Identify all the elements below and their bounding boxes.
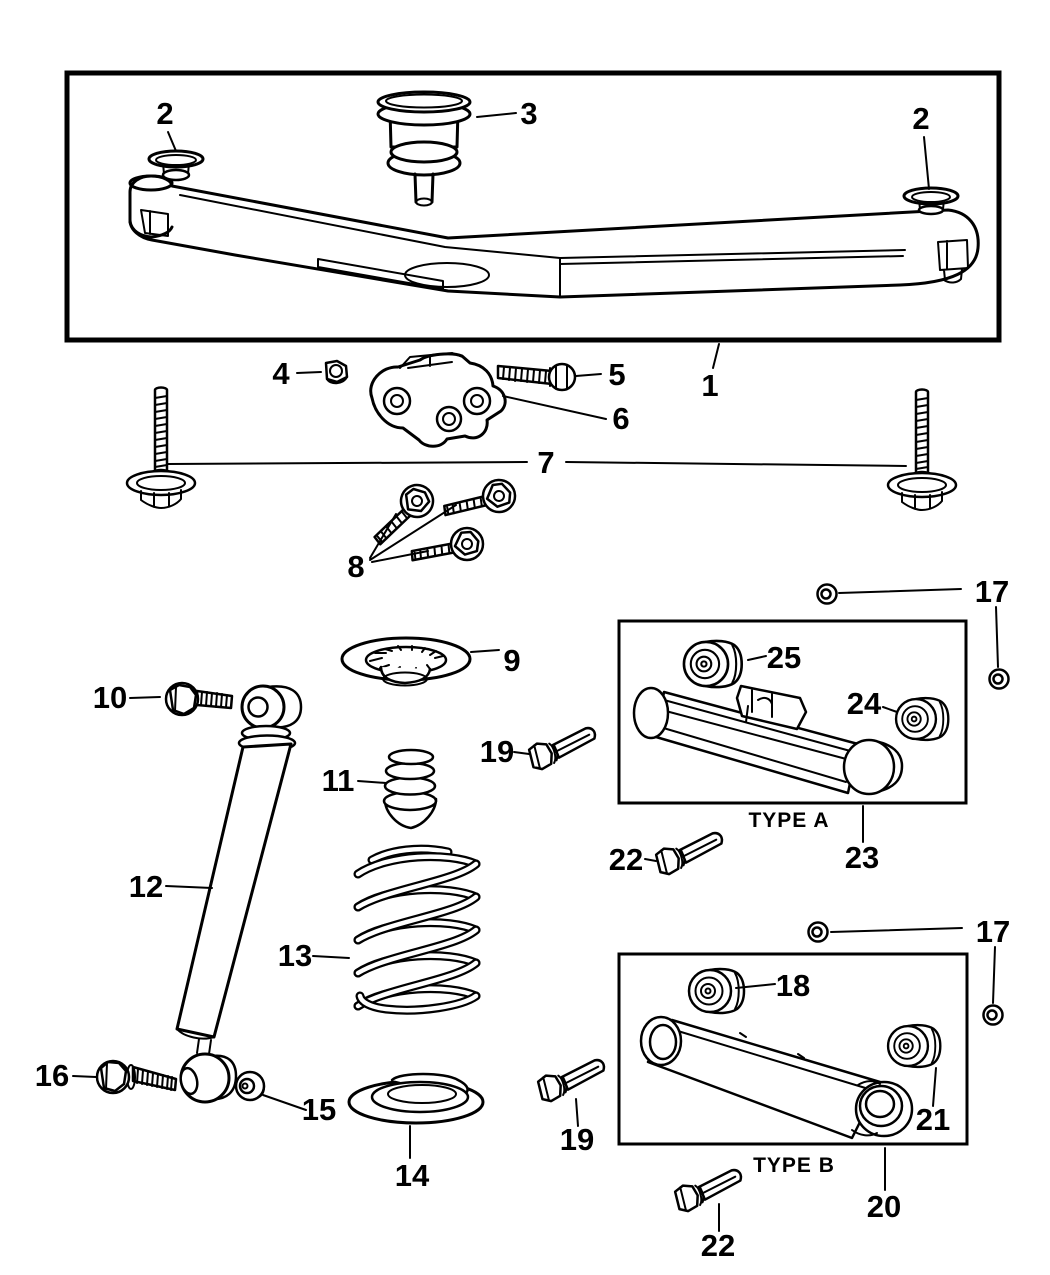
leader-4 bbox=[296, 371, 322, 374]
nut-17-top-a bbox=[816, 583, 838, 605]
bolt-22-top bbox=[653, 830, 729, 878]
leader-7 bbox=[167, 461, 907, 467]
callout-15[interactable]: 15 bbox=[302, 1092, 336, 1127]
nut-17-top-b bbox=[988, 668, 1010, 690]
callout-13[interactable]: 13 bbox=[278, 938, 312, 973]
ball-joint bbox=[376, 90, 472, 207]
bushing-21 bbox=[886, 1023, 942, 1069]
callout-2-left[interactable]: 2 bbox=[156, 96, 173, 131]
leader-11 bbox=[357, 780, 387, 784]
nut-4 bbox=[324, 359, 349, 385]
bolt-5 bbox=[496, 362, 577, 392]
long-bolt-right bbox=[886, 388, 958, 512]
type-a-figure: 25 24 bbox=[617, 619, 968, 805]
leader-19-bottom bbox=[575, 1098, 579, 1127]
callout-19-top[interactable]: 19 bbox=[480, 734, 514, 769]
type-b-figure: 18 21 bbox=[617, 952, 969, 1146]
lower-control-arm-type-b bbox=[639, 1015, 914, 1140]
leader-22-top bbox=[644, 858, 657, 862]
lower-spring-seat bbox=[347, 1072, 485, 1125]
callout-3[interactable]: 3 bbox=[520, 96, 537, 131]
callout-22-bottom[interactable]: 22 bbox=[701, 1228, 735, 1263]
bolt-19-top bbox=[526, 725, 602, 773]
leader-1 bbox=[712, 343, 720, 369]
callout-20[interactable]: 20 bbox=[867, 1189, 901, 1224]
callout-21[interactable]: 21 bbox=[916, 1102, 950, 1137]
arm-mount-bracket bbox=[369, 352, 507, 448]
callout-24[interactable]: 24 bbox=[847, 686, 882, 721]
pivot-bushing-left bbox=[147, 149, 205, 182]
callout-5[interactable]: 5 bbox=[608, 357, 625, 392]
pivot-bushing-right bbox=[902, 186, 960, 216]
callout-23[interactable]: 23 bbox=[845, 840, 879, 875]
callout-17-bottom[interactable]: 17 bbox=[976, 914, 1010, 949]
type-b-label: TYPE B bbox=[753, 1154, 835, 1177]
callout-10[interactable]: 10 bbox=[93, 680, 127, 715]
callout-6[interactable]: 6 bbox=[612, 401, 629, 436]
leader-10 bbox=[129, 696, 161, 699]
callout-2-right[interactable]: 2 bbox=[912, 101, 929, 136]
leader-9 bbox=[470, 649, 500, 653]
leader-2-right bbox=[923, 136, 930, 190]
callout-9[interactable]: 9 bbox=[503, 643, 520, 678]
callout-8[interactable]: 8 bbox=[347, 549, 364, 584]
bushing-18 bbox=[687, 967, 746, 1015]
callout-7[interactable]: 7 bbox=[537, 445, 554, 480]
nut-17-bottom-b bbox=[982, 1004, 1004, 1026]
long-bolt-left bbox=[125, 386, 197, 510]
type-a-label: TYPE A bbox=[748, 809, 829, 832]
figure-1-frame bbox=[64, 70, 1002, 343]
leader-17-top bbox=[838, 588, 999, 668]
leader-5 bbox=[575, 373, 602, 377]
bolt-22-bottom bbox=[672, 1167, 748, 1215]
leader-17-bottom bbox=[830, 927, 996, 1004]
callout-16[interactable]: 16 bbox=[35, 1058, 69, 1093]
callout-11[interactable]: 11 bbox=[322, 763, 355, 798]
upper-control-arm bbox=[128, 174, 980, 299]
leader-12 bbox=[165, 885, 213, 889]
type-b-frame bbox=[617, 952, 969, 1146]
leader-3 bbox=[476, 112, 517, 118]
callout-18[interactable]: 18 bbox=[776, 968, 810, 1003]
leader-8 bbox=[369, 504, 457, 563]
callout-25[interactable]: 25 bbox=[767, 640, 801, 675]
leader-2-left bbox=[167, 131, 177, 152]
bolt-10 bbox=[164, 681, 234, 717]
shock-absorber bbox=[175, 684, 303, 1104]
nut-15 bbox=[234, 1070, 266, 1102]
leader-18 bbox=[735, 983, 776, 989]
type-a-frame bbox=[617, 619, 968, 805]
lower-control-arm-type-a bbox=[632, 684, 904, 796]
leader-15 bbox=[262, 1094, 307, 1111]
callout-17-top[interactable]: 17 bbox=[975, 574, 1009, 609]
leader-24 bbox=[882, 706, 898, 713]
bolt-8-c bbox=[406, 507, 491, 592]
callout-1[interactable]: 1 bbox=[701, 368, 718, 403]
leader-19-top bbox=[513, 751, 530, 755]
leader-16 bbox=[72, 1075, 97, 1078]
leader-21 bbox=[932, 1067, 937, 1107]
callout-19-bottom[interactable]: 19 bbox=[560, 1122, 594, 1157]
coil-spring bbox=[353, 844, 481, 1015]
callout-14[interactable]: 14 bbox=[395, 1158, 430, 1193]
leader-25 bbox=[747, 655, 767, 661]
bolt-19-bottom bbox=[535, 1057, 611, 1105]
bolt-8-a bbox=[372, 477, 438, 555]
bushing-25 bbox=[682, 639, 744, 689]
leader-13 bbox=[312, 955, 350, 959]
bushing-24 bbox=[894, 696, 950, 742]
callout-4[interactable]: 4 bbox=[272, 356, 290, 391]
callout-12[interactable]: 12 bbox=[129, 869, 163, 904]
nut-17-bottom-a bbox=[807, 921, 829, 943]
bolt-16 bbox=[95, 1059, 178, 1095]
upper-control-arm-figure: 2 3 2 bbox=[64, 70, 1002, 343]
bolt-8-b bbox=[439, 460, 523, 546]
leader-6 bbox=[502, 395, 607, 420]
jounce-bumper bbox=[382, 748, 438, 830]
callout-22-top[interactable]: 22 bbox=[609, 842, 643, 877]
upper-spring-seat bbox=[340, 636, 472, 687]
